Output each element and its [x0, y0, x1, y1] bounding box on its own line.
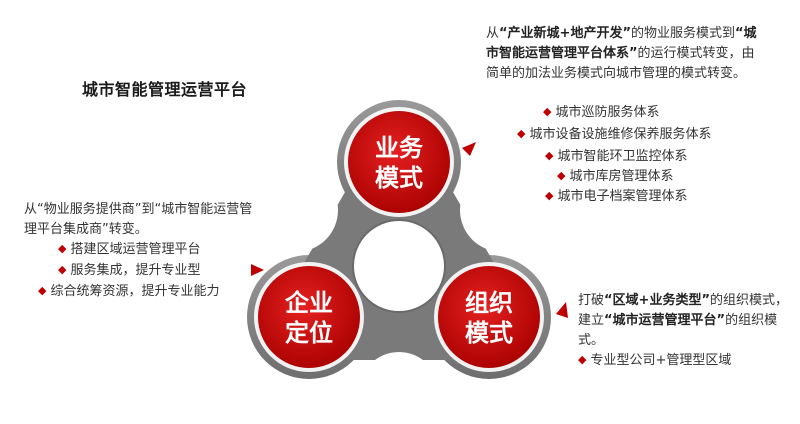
hub-organization: 组织 模式 [434, 262, 544, 372]
list-item: ◆搭建区域运营管理平台 [58, 242, 201, 257]
organization-model-text: 打破“区域+业务类型”的组织模式，建立“城市运营管理平台”的组织模式。 [578, 291, 792, 351]
list-item: ◆综合统筹资源，提升专业能力 [38, 284, 220, 299]
hub-business-line1: 业务 [375, 134, 424, 162]
diamond-bullet-icon: ◆ [58, 242, 67, 255]
diamond-bullet-icon: ◆ [545, 149, 554, 162]
hub-enterprise-line2: 定位 [285, 319, 333, 347]
diamond-bullet-icon: ◆ [578, 353, 587, 366]
hub-organization-line1: 组织 [465, 289, 513, 317]
hub-business-line2: 模式 [375, 164, 423, 192]
list-item: ◆专业型公司+管理型区域 [578, 353, 732, 368]
enterprise-position-text: 从“物业服务提供商”到“城市智能运营管理平台集成商”转变。 [24, 200, 256, 240]
hub-enterprise-line1: 企业 [285, 289, 333, 317]
pointer-enterprise-arrow [251, 264, 264, 276]
enterprise-position-paragraph: 从“物业服务提供商”到“城市智能运营管理平台集成商”转变。 [24, 202, 253, 237]
list-item: ◆城市巡防服务体系 [543, 105, 660, 120]
diamond-bullet-icon: ◆ [38, 284, 47, 297]
business-model-paragraph: 从“产业新城+地产开发”的物业服务模式到“城市智能运营管理平台体系”的运行模式转… [486, 26, 757, 81]
pointer-business-arrow [462, 142, 476, 156]
list-item: ◆服务集成，提升专业型 [58, 263, 201, 278]
list-item: ◆城市电子档案管理体系 [545, 189, 688, 204]
diamond-bullet-icon: ◆ [543, 105, 552, 118]
diamond-bullet-icon: ◆ [58, 263, 67, 276]
business-model-text: 从“产业新城+地产开发”的物业服务模式到“城市智能运营管理平台体系”的运行模式转… [486, 24, 764, 84]
organization-model-paragraph: 打破“区域+业务类型”的组织模式，建立“城市运营管理平台”的组织模式。 [578, 293, 789, 348]
diamond-bullet-icon: ◆ [557, 169, 566, 182]
list-item: ◆城市智能环卫监控体系 [545, 149, 688, 164]
hub-enterprise: 企业 定位 [254, 262, 364, 372]
diamond-bullet-icon: ◆ [545, 189, 554, 202]
hub-organization-line2: 模式 [465, 319, 513, 347]
page-title: 城市智能管理运营平台 [82, 80, 248, 99]
list-item: ◆城市设备设施维修保养服务体系 [517, 127, 712, 142]
list-item: ◆城市库房管理体系 [557, 169, 674, 184]
hub-business: 业务 模式 [344, 107, 454, 217]
diamond-bullet-icon: ◆ [517, 127, 526, 140]
pointer-organization-arrow [556, 302, 568, 318]
